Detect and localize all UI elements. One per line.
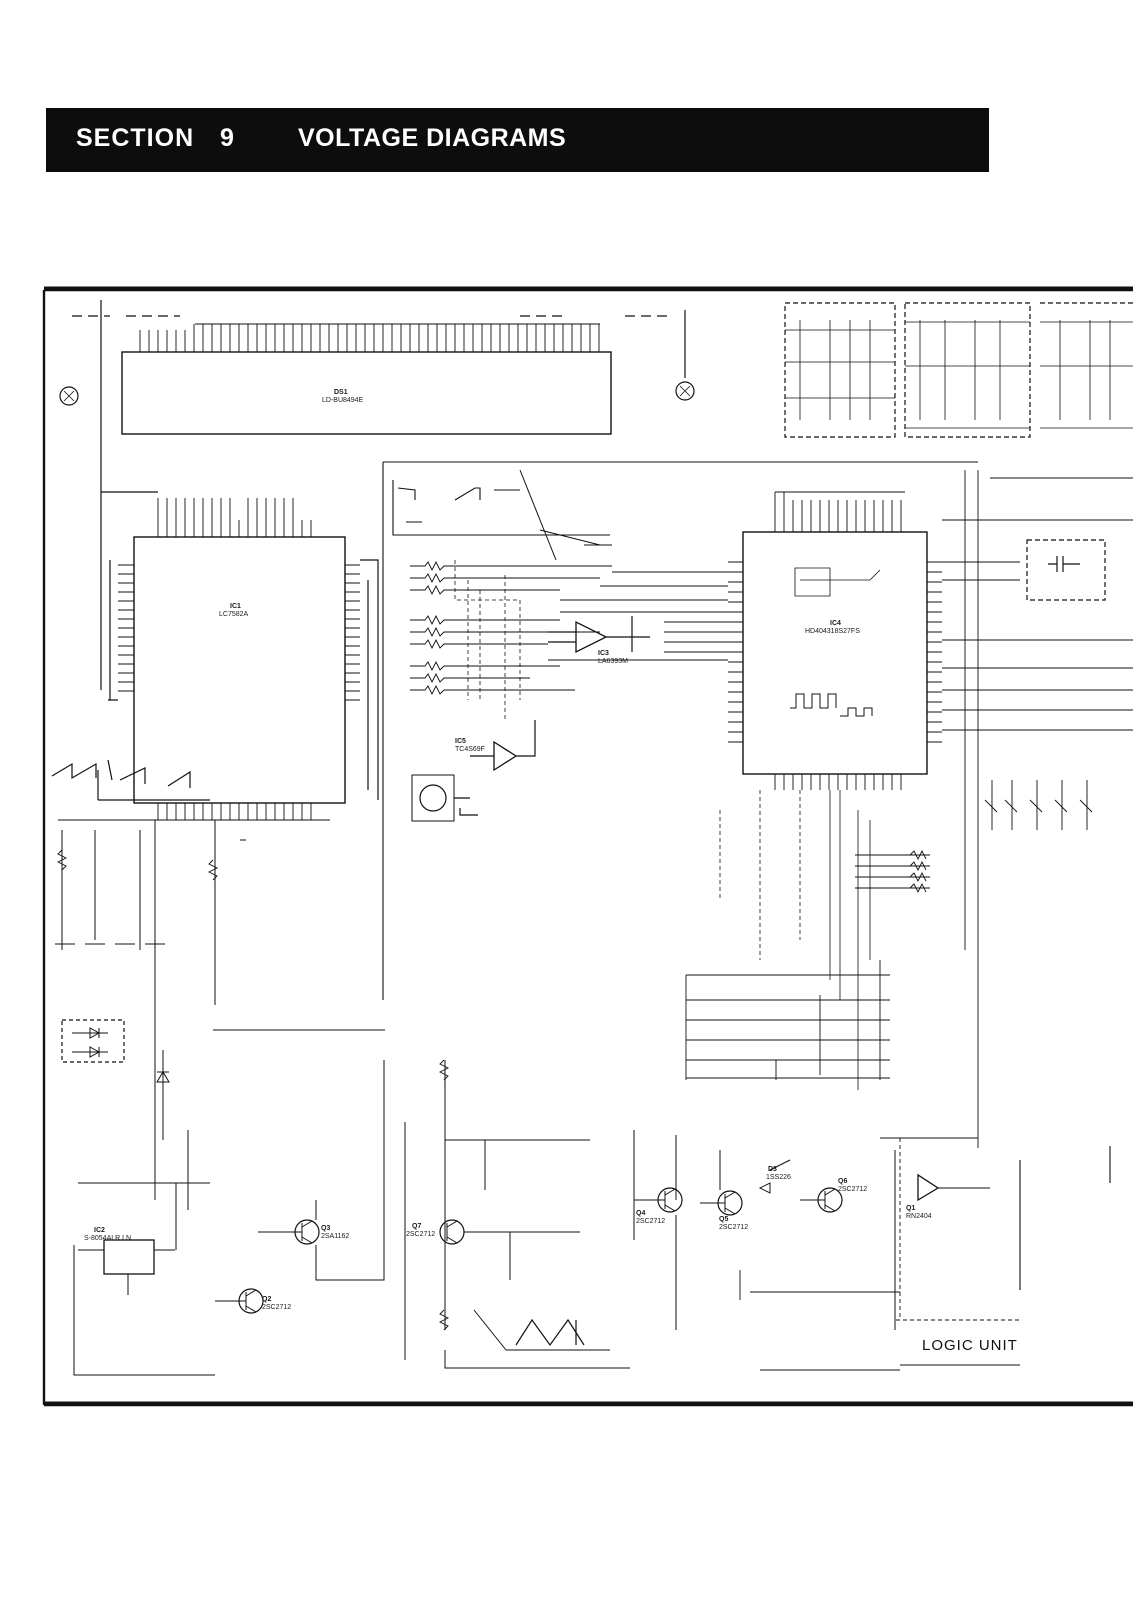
- q5-ref-label: Q5: [719, 1216, 729, 1223]
- ic4-part-label: HD404318S27FS: [805, 628, 860, 635]
- diode-pack-d6: [61, 1019, 125, 1063]
- q1-part-label: RN2404: [906, 1213, 932, 1220]
- q1-ref-label: Q1: [906, 1205, 916, 1212]
- d3-part-label: 1SS226: [766, 1174, 791, 1181]
- ic1-part-label: LC7582A: [219, 611, 249, 618]
- ic3-opamp-symbol: [575, 620, 608, 654]
- ic5-part-label: TC4S69F: [455, 746, 485, 753]
- ic4-ref-label: IC4: [830, 620, 841, 627]
- buzzer-body: [411, 774, 455, 822]
- logic-unit-label: LOGIC UNIT: [922, 1337, 1018, 1354]
- q4-part-label: 2SC2712: [636, 1218, 666, 1225]
- q3-ref-label: Q3: [321, 1225, 331, 1232]
- q6-part-label: 2SC2712: [838, 1186, 868, 1193]
- q2-ref-label: Q2: [262, 1296, 272, 1303]
- ic2-ref-label: IC2: [94, 1227, 105, 1234]
- lamp-right: [675, 381, 695, 401]
- section-header-bar: [46, 108, 989, 172]
- lamp-left: [59, 386, 79, 406]
- ic1-pins: [118, 498, 360, 820]
- waveform-sawtooth: [51, 762, 191, 788]
- section-label: SECTION: [76, 124, 195, 152]
- q6-ref-label: Q6: [838, 1178, 848, 1185]
- waveform-triangle: [515, 1318, 585, 1347]
- ic5-buffer-symbol: [493, 740, 518, 772]
- ic3-part-label: LA6393M: [598, 658, 628, 665]
- ic4-pulse-waveform: [790, 693, 873, 717]
- resistor-array-mid: [686, 849, 930, 1079]
- ic5-ref-label: IC5: [455, 738, 466, 745]
- q7-ref-label: Q7: [412, 1223, 422, 1230]
- q7-part-label: 2SC2712: [406, 1231, 436, 1238]
- ic3-input-resistors: [410, 560, 460, 696]
- ic4-pins: [728, 491, 942, 790]
- section-title: VOLTAGE DIAGRAMS: [298, 124, 567, 152]
- lcd-pin-lines: [139, 323, 600, 352]
- lcd-ds1-body: [121, 351, 612, 435]
- ds1-ref-label: DS1: [334, 389, 348, 396]
- section-number: 9: [220, 124, 234, 152]
- ic2-part-label: S-8054ALR LN: [84, 1235, 132, 1242]
- schematic-frame: [42, 288, 1133, 1407]
- q1-buffer-symbol: [917, 1173, 940, 1202]
- ic1-body: [133, 536, 346, 804]
- ds1-part-label: LD-BU8494E: [322, 397, 364, 404]
- ic1-ref-label: IC1: [230, 603, 241, 610]
- ic3-ref-label: IC3: [598, 650, 609, 657]
- q4-ref-label: Q4: [636, 1210, 646, 1217]
- q5-part-label: 2SC2712: [719, 1224, 749, 1231]
- d3-ref-label: D3: [768, 1166, 777, 1173]
- q2-part-label: 2SC2712: [262, 1304, 292, 1311]
- ic4-body: [742, 531, 928, 775]
- ic2-body: [103, 1239, 155, 1275]
- q3-part-label: 2SA1162: [321, 1233, 350, 1240]
